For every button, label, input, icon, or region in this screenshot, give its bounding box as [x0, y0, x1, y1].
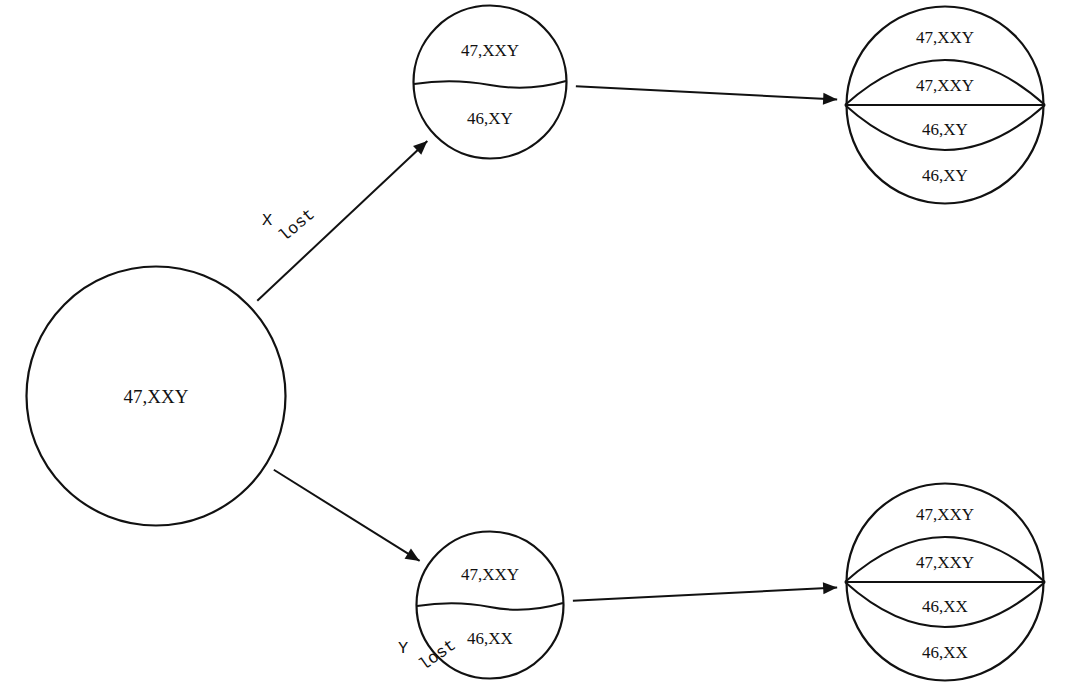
- annotation-label: Y: [398, 640, 408, 657]
- karyotype-text: 46,XY: [922, 167, 968, 184]
- karyotype-text: 47,XXY: [461, 42, 519, 59]
- karyotype-text: 47,XXY: [916, 77, 974, 94]
- cell-circle: 47,XXY: [25, 265, 287, 527]
- karyotype-text: 47,XXY: [124, 387, 189, 406]
- cell-circle: 47,XXY 47,XXY 46,XY 46,XY: [845, 5, 1045, 205]
- cell-circle: 47,XXY 47,XXY 46,XX 46,XX: [845, 482, 1045, 682]
- karyotype-text: 47,XXY: [916, 554, 974, 571]
- karyotype-text: 46,XX: [467, 630, 513, 647]
- arrow-connector: [257, 141, 427, 301]
- cell-circle: 47,XXY 46,XY: [412, 4, 568, 160]
- karyotype-text: 46,XX: [922, 598, 968, 615]
- karyotype-text: 46,XX: [922, 644, 968, 661]
- karyotype-text: 46,XY: [922, 121, 968, 138]
- annotation-label: X: [262, 212, 272, 229]
- karyotype-text: 47,XXY: [916, 506, 974, 523]
- annotation-label: lost: [276, 206, 318, 245]
- karyotype-text: 46,XY: [467, 110, 513, 127]
- arrow-connector: [274, 470, 420, 561]
- karyotype-text: 47,XXY: [916, 29, 974, 46]
- arrow-connector: [576, 86, 837, 104]
- karyotype-text: 47,XXY: [461, 566, 519, 583]
- circle-outline: [412, 4, 568, 160]
- arrow-connector: [573, 582, 837, 601]
